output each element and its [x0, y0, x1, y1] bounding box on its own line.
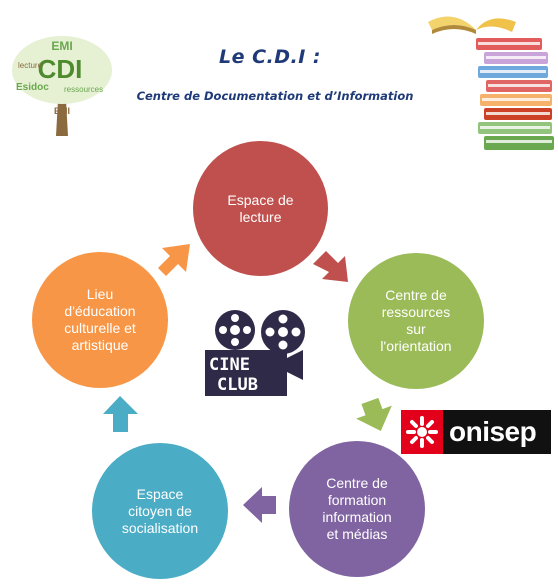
onisep-logo: onisep	[401, 410, 551, 454]
cine-logo-line1: CINE	[209, 355, 250, 375]
cdi-tree-logo: EMI CDI lecture Esidoc ressources EMI	[12, 36, 112, 136]
circle-label-line: information	[322, 509, 392, 525]
circle-label-line: Centre de	[326, 475, 388, 491]
film-reel-icon	[215, 310, 255, 350]
circle-centre-orientation: Centre de ressources sur l'orientation	[348, 253, 484, 389]
arrow-lecture-to-orientation	[313, 251, 348, 282]
circle-label-line: socialisation	[121, 519, 199, 536]
page-subtitle: Centre de Documentation et d’Information	[136, 89, 414, 103]
arrow-culture-to-lecture	[158, 244, 190, 276]
circle-label-line: Centre de	[385, 287, 447, 303]
tree-word-lecture: lecture	[18, 61, 43, 70]
circle-lieu-culture: Lieu d'éducation culturelle et artistiqu…	[32, 252, 168, 388]
onisep-star-icon	[401, 410, 443, 454]
flying-book-icon	[428, 16, 516, 34]
circle-label-line: d'éducation	[64, 303, 136, 319]
circle-label-line: formation	[327, 492, 387, 508]
circle-label-line: lecture	[239, 208, 282, 225]
cine-logo-line2: CLUB	[217, 375, 258, 395]
circle-label-line: artistique	[71, 337, 129, 353]
circle-label-line: Espace	[136, 485, 184, 502]
tree-trunk	[56, 100, 68, 136]
circle-label-line: sur	[406, 321, 426, 337]
tree-word-emi: EMI	[51, 39, 72, 53]
tree-word-cdi: CDI	[38, 54, 83, 84]
books-stack-icon	[428, 16, 554, 150]
tree-word-esidoc: Esidoc	[16, 82, 49, 93]
arrow-citoyen-to-culture	[103, 396, 138, 432]
circle-espace-lecture: Espace de lecture	[193, 141, 328, 276]
tree-word-ressources: ressources	[64, 85, 103, 94]
tree-crown	[12, 36, 112, 104]
page-title: Le C.D.I :	[218, 46, 322, 68]
tree-word-emi-trunk: EMI	[54, 106, 70, 116]
circle-espace-citoyen: Espace citoyen de socialisation	[92, 443, 228, 579]
arrow-orientation-to-formation	[356, 397, 392, 431]
film-reel-icon	[261, 310, 305, 354]
onisep-wordmark: onisep	[449, 416, 537, 447]
circle-label-line: Espace de	[227, 191, 294, 208]
camera-body-icon	[205, 350, 303, 396]
circle-label-line: culturelle et	[64, 320, 136, 336]
circle-label-line: et médias	[326, 526, 388, 542]
circle-label-line: Lieu	[86, 286, 114, 302]
circle-label-line: ressources	[381, 304, 451, 320]
circle-label-line: l'orientation	[380, 338, 452, 354]
cine-club-logo: CINE CLUB	[205, 310, 305, 396]
circle-centre-formation: Centre de formation information et média…	[289, 441, 425, 577]
arrow-formation-to-citoyen	[243, 487, 276, 523]
circle-label-line: citoyen de	[128, 502, 192, 519]
